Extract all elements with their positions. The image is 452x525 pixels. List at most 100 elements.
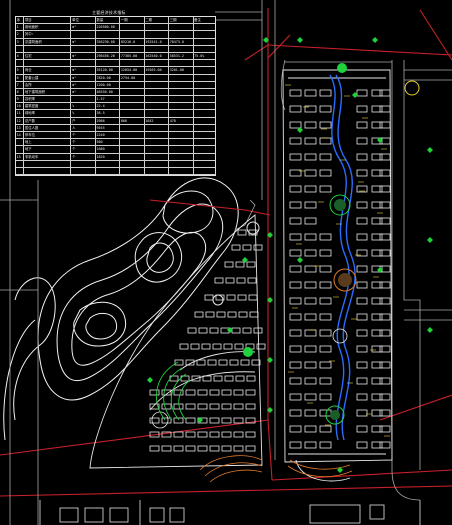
table-cell: % [71,103,96,110]
building-footprint [235,375,245,382]
buildings-left [149,229,266,452]
table-cell [71,160,96,167]
building-footprint [319,265,332,273]
table-cell: 3 [16,38,25,45]
building-footprint [289,441,302,449]
table-cell [194,161,216,167]
table-cell [120,153,145,160]
building-footprint [289,377,302,385]
building-footprint [319,233,332,241]
table-header-cell: 序 [16,17,25,24]
building-footprint [233,403,244,410]
table-cell [71,96,96,103]
building-footprint [356,217,368,225]
table-cell: m² [71,24,96,31]
building-footprint [319,89,332,97]
building-footprint [379,313,391,321]
table-cell: 46550.00 [96,88,121,96]
table-cell [145,74,170,81]
table-cell [169,160,194,167]
building-footprint [356,377,368,385]
building-footprint [379,281,391,289]
building-footprint [209,389,220,396]
building-footprint [289,345,302,353]
building-footprint [289,121,302,129]
tree-symbol [297,257,303,263]
building-footprint [214,277,224,284]
table-cell [16,167,25,175]
table-cell: 居住人数 [24,124,72,131]
table-cell [120,60,145,67]
building-footprint [289,393,302,401]
building-footprint [197,431,208,438]
building-footprint [289,169,302,177]
building-footprint [304,201,317,209]
building-footprint [253,327,263,334]
tree-symbol [263,37,269,43]
building-footprint [209,327,219,334]
table-cell [194,46,216,52]
building-footprint [304,153,317,161]
table-cell [120,139,145,146]
building-footprint [319,441,332,449]
building-footprint [304,393,317,401]
table-cell: m² [71,38,96,45]
building-footprint [379,89,391,97]
building-footprint [356,281,368,289]
building-footprint [379,153,391,161]
building-footprint [161,431,172,438]
table-cell [169,132,194,139]
building-footprint [289,137,302,145]
building-footprint [304,121,317,129]
building-footprint [212,343,222,350]
table-header-cell: 二期 [145,17,170,24]
building-footprint [185,389,196,396]
building-footprint [240,359,250,366]
building-footprint [356,185,368,193]
building-footprint [379,249,391,257]
table-cell [145,110,170,117]
table-cell [194,168,216,174]
building-footprint [319,313,332,321]
table-cell [145,139,170,146]
table-cell: 75.0% [194,53,205,58]
table-cell: 1.57 [96,96,121,103]
building-footprint [149,445,160,452]
table-cell [169,124,194,131]
building-footprint [356,153,368,161]
building-footprint [356,345,368,353]
building-footprint [356,201,368,209]
table-cell: 15 [16,153,25,160]
table-cell [169,146,194,153]
building-footprint [356,361,368,369]
building-footprint [304,89,317,97]
building-footprint [233,431,244,438]
building-footprint [304,249,317,257]
building-footprint [221,431,232,438]
table-cell: 85216.0 [120,38,145,45]
table-cell [169,110,194,117]
building-footprint [234,343,244,350]
building-footprint [173,417,184,424]
building-footprint [289,201,302,209]
building-footprint [304,233,317,241]
table-cell: 12654.00 [120,67,145,74]
table-cell: 14 [16,132,25,139]
building-footprint [319,361,332,369]
building-footprint [237,229,247,236]
table-cell [96,31,121,38]
table-cell [16,160,25,167]
table-header-cell: 一期 [120,17,145,24]
building-footprint [319,169,332,177]
table-cell [194,89,216,95]
building-footprint [379,345,391,353]
table-cell [145,124,170,131]
building-footprint [173,431,184,438]
table-cell [145,167,170,175]
tree-symbol [427,147,433,153]
